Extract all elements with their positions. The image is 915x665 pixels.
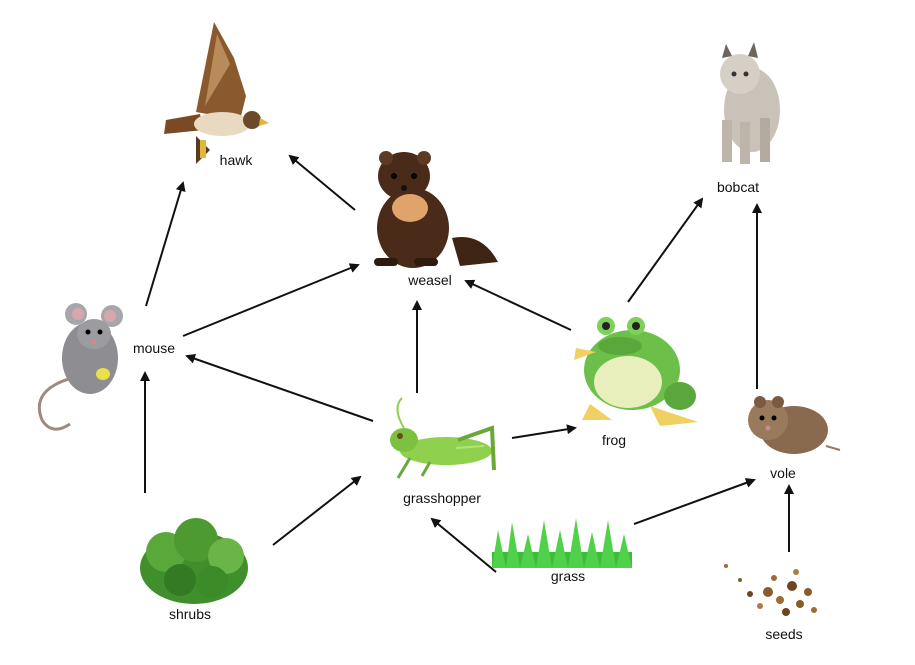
arrow-grasshopper-to-frog (511, 424, 577, 439)
arrow-mouse-to-hawk (145, 181, 186, 307)
arrow-weasel-to-hawk (288, 154, 356, 211)
mouse-illustration (37, 303, 123, 431)
label-seeds: seeds (765, 626, 803, 642)
grass-illustration (492, 518, 632, 568)
frog-illustration (574, 317, 698, 426)
vole-illustration (748, 396, 841, 454)
arrows-group (140, 154, 794, 573)
label-grass: grass (550, 568, 586, 584)
bobcat-illustration (720, 42, 780, 164)
label-bobcat: bobcat (716, 179, 760, 195)
label-mouse: mouse (132, 340, 176, 356)
arrow-frog-to-bobcat (627, 197, 704, 303)
arrow-grass-to-grasshopper (430, 517, 497, 573)
label-shrubs: shrubs (168, 606, 212, 622)
label-hawk: hawk (219, 152, 253, 168)
label-vole: vole (770, 465, 796, 481)
label-weasel: weasel (408, 272, 452, 288)
arrow-grasshopper-to-mouse (185, 353, 374, 422)
label-frog: frog (601, 432, 627, 448)
arrow-grass-to-vole (633, 478, 756, 525)
arrow-shrubs-to-grasshopper (272, 475, 362, 546)
label-grasshopper: grasshopper (403, 490, 481, 506)
arrow-mouse-to-weasel (182, 263, 360, 337)
seeds-illustration (724, 564, 817, 616)
arrow-frog-to-weasel (464, 279, 572, 331)
shrubs-illustration (140, 518, 248, 604)
hawk-illustration (164, 22, 269, 164)
grasshopper-illustration (390, 397, 496, 479)
weasel-illustration (374, 151, 498, 268)
